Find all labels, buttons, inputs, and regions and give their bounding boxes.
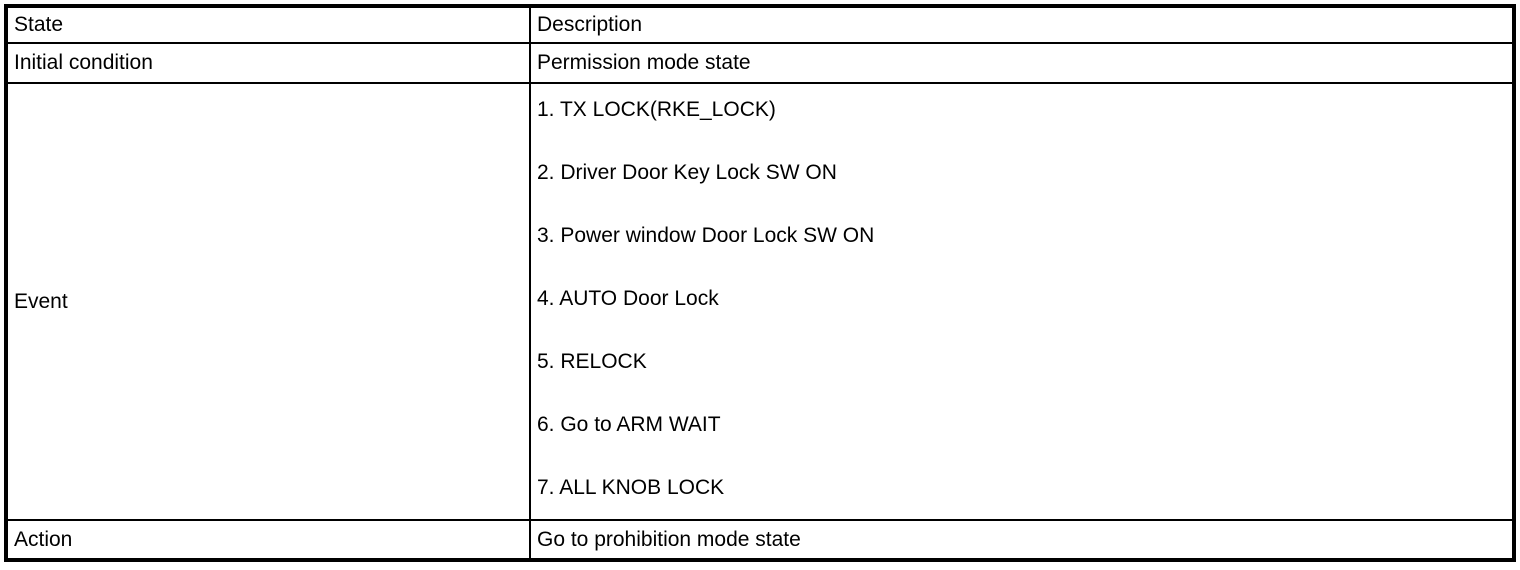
cell-action-label: Action: [5, 519, 531, 561]
event-item-1: 1. TX LOCK(RKE_LOCK): [537, 98, 776, 121]
cell-action-description: Go to prohibition mode state: [529, 519, 1515, 561]
table-row-initial-condition: Initial condition Permission mode state: [5, 42, 1515, 84]
table-row-action: Action Go to prohibition mode state: [5, 519, 1515, 561]
cell-event-label: Event: [5, 82, 531, 521]
event-item-3: 3. Power window Door Lock SW ON: [537, 224, 875, 247]
event-item-6: 6. Go to ARM WAIT: [537, 413, 721, 436]
state-description-table: State Description Initial condition Perm…: [4, 4, 1516, 562]
table-row-event: Event 1. TX LOCK(RKE_LOCK) 2. Driver Doo…: [5, 82, 1515, 521]
header-cell-state: State: [5, 5, 531, 44]
cell-initial-condition-label: Initial condition: [5, 42, 531, 84]
event-item-2: 2. Driver Door Key Lock SW ON: [537, 161, 837, 184]
header-cell-description: Description: [529, 5, 1515, 44]
cell-event-description: 1. TX LOCK(RKE_LOCK) 2. Driver Door Key …: [529, 82, 1515, 521]
event-item-7: 7. ALL KNOB LOCK: [537, 476, 725, 499]
event-item-5: 5. RELOCK: [537, 350, 647, 373]
event-item-4: 4. AUTO Door Lock: [537, 287, 719, 310]
cell-initial-condition-description: Permission mode state: [529, 42, 1515, 84]
table-header-row: State Description: [5, 5, 1515, 44]
